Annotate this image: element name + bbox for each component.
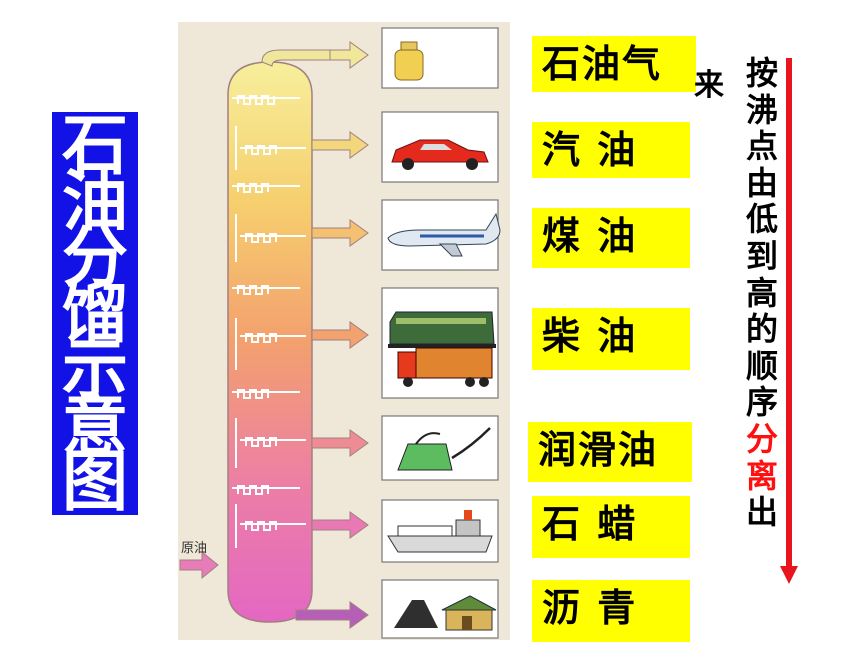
order-note-lai: 来 <box>694 68 724 103</box>
order-char-red: 分 <box>745 419 778 458</box>
title-char: 意 <box>62 387 128 464</box>
order-char: 点 <box>745 127 778 166</box>
outlet-arrows <box>179 41 369 629</box>
product-label-asphalt: 沥 青 <box>532 580 690 642</box>
distillation-photo: 原油 <box>178 22 510 640</box>
title-char: 石 <box>62 107 128 184</box>
order-note-vertical: 按 沸 点 由 低 到 高 的 顺 序 分 离 出 <box>744 55 780 531</box>
order-char: 序 <box>745 383 778 422</box>
product-label-lubricant: 润滑油 <box>528 422 692 482</box>
gas-cylinder-icon <box>394 41 424 81</box>
product-label-diesel: 柴 油 <box>532 308 690 370</box>
order-char: 由 <box>745 163 778 202</box>
car-icon <box>391 139 489 170</box>
title-char: 示 <box>62 331 128 408</box>
product-label-gasoline: 汽 油 <box>532 122 690 178</box>
product-label-paraffin: 石 蜡 <box>532 496 690 558</box>
title-char: 分 <box>62 219 128 296</box>
feed-label: 原油 <box>181 541 208 556</box>
order-char: 的 <box>745 310 778 349</box>
distillation-column-diagram <box>179 27 501 639</box>
title-char: 图 <box>62 443 128 520</box>
title-char: 油 <box>62 163 128 240</box>
order-char: 低 <box>745 200 778 239</box>
title-box: 石 油 分 馏 示 意 图 <box>52 112 138 515</box>
order-char: 高 <box>745 273 778 312</box>
order-char: 顺 <box>745 346 778 385</box>
order-char: 沸 <box>745 90 778 129</box>
order-char: 出 <box>745 493 778 532</box>
oil-can-icon <box>397 427 491 471</box>
product-label-gas: 石油气 <box>532 36 696 92</box>
airplane-icon <box>387 212 501 257</box>
train-truck-icon <box>388 311 496 387</box>
order-char: 按 <box>745 54 778 92</box>
road-house-icon <box>394 595 497 631</box>
product-label-kerosene: 煤 油 <box>532 208 690 268</box>
trays <box>232 95 306 548</box>
title-text: 石 油 分 馏 示 意 图 <box>52 107 138 520</box>
title-char: 馏 <box>62 275 128 352</box>
order-char-red: 离 <box>745 456 778 495</box>
order-arrow-line <box>786 58 792 570</box>
top-pipe <box>261 49 331 67</box>
ship-icon <box>387 510 493 553</box>
order-arrow-head-icon <box>780 566 798 584</box>
order-char: 到 <box>745 236 778 275</box>
